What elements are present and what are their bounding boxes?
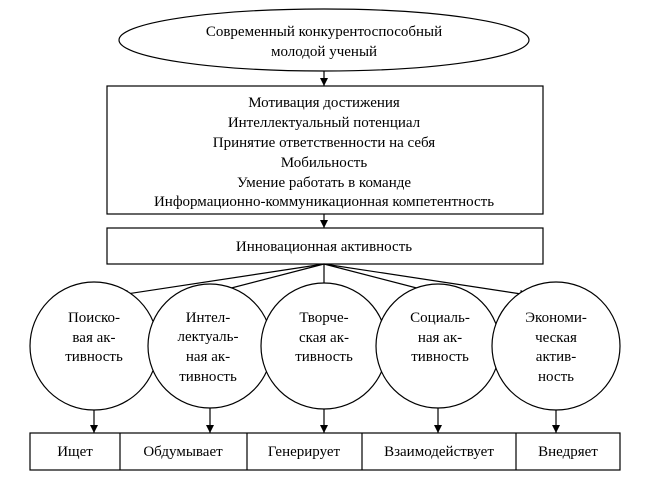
- activity-circle-shape: [491, 281, 621, 411]
- action-cell: Взаимодействует: [384, 444, 494, 460]
- activity-label-line: Творче-: [299, 310, 348, 326]
- activity-circle-search: Поиско- вая ак- тивность: [29, 281, 159, 411]
- activity-label-line: ная ак-: [186, 349, 230, 365]
- activity-circle-shape: [29, 281, 159, 411]
- action-cell: Обдумывает: [143, 444, 223, 460]
- activity-circle-shape: [260, 282, 388, 410]
- action-cell: Внедряет: [538, 444, 598, 460]
- quality-item: Интеллектуальный потенциал: [228, 115, 421, 131]
- activity-label-line: тивность: [179, 369, 237, 385]
- activity-label-line: ческая: [535, 330, 577, 346]
- activity-label-line: актив-: [536, 349, 576, 365]
- activity-circle-social: Социаль- ная ак- тивность: [375, 283, 501, 409]
- action-cell: Генерирует: [268, 444, 341, 460]
- innovation-box: Инновационная активность: [106, 227, 544, 265]
- activity-label-line: ность: [538, 369, 574, 385]
- top-node: Современный конкурентоспособный молодой …: [118, 8, 530, 72]
- quality-item: Мобильность: [281, 155, 368, 171]
- quality-item: Умение работать в команде: [237, 175, 411, 191]
- activity-label-line: тивность: [295, 349, 353, 365]
- activity-label-line: ская ак-: [299, 330, 349, 346]
- actions-row: Ищет Обдумывает Генерирует Взаимодейству…: [29, 432, 621, 471]
- top-node-line-1: Современный конкурентоспособный: [206, 24, 442, 40]
- activity-label-line: Интел-: [186, 310, 231, 326]
- activity-circle-creative: Творче- ская ак- тивность: [260, 282, 388, 410]
- activity-circle-shape: [375, 283, 501, 409]
- activity-label-line: Экономи-: [525, 310, 587, 326]
- activity-circle-intellectual: Интел- лектуаль- ная ак- тивность: [147, 283, 273, 409]
- activity-label-line: Поиско-: [68, 310, 120, 326]
- top-node-ellipse: [118, 8, 530, 72]
- activity-circle-economic: Экономи- ческая актив- ность: [491, 281, 621, 411]
- quality-item: Принятие ответственности на себя: [213, 135, 436, 151]
- top-node-line-2: молодой ученый: [271, 44, 377, 60]
- quality-item: Информационно-коммуникационная компетент…: [154, 194, 494, 210]
- innovation-label: Инновационная активность: [236, 239, 412, 255]
- actions-row-frame: [29, 432, 621, 471]
- activity-label-line: лектуаль-: [177, 329, 238, 345]
- arrow-to-economic-activity: [323, 263, 529, 298]
- qualities-box: Мотивация достижения Интеллектуальный по…: [106, 85, 544, 215]
- activity-label-line: тивность: [411, 349, 469, 365]
- activity-label-line: Социаль-: [410, 310, 470, 326]
- activity-label-line: вая ак-: [72, 330, 115, 346]
- quality-item: Мотивация достижения: [248, 95, 400, 111]
- activity-label-line: тивность: [65, 349, 123, 365]
- action-cell: Ищет: [57, 444, 93, 460]
- qualities-box-frame: [106, 85, 544, 215]
- arrow-to-search-activity: [119, 263, 325, 298]
- activity-label-line: ная ак-: [418, 330, 462, 346]
- innovation-box-frame: [106, 227, 544, 265]
- activity-circle-shape: [147, 283, 273, 409]
